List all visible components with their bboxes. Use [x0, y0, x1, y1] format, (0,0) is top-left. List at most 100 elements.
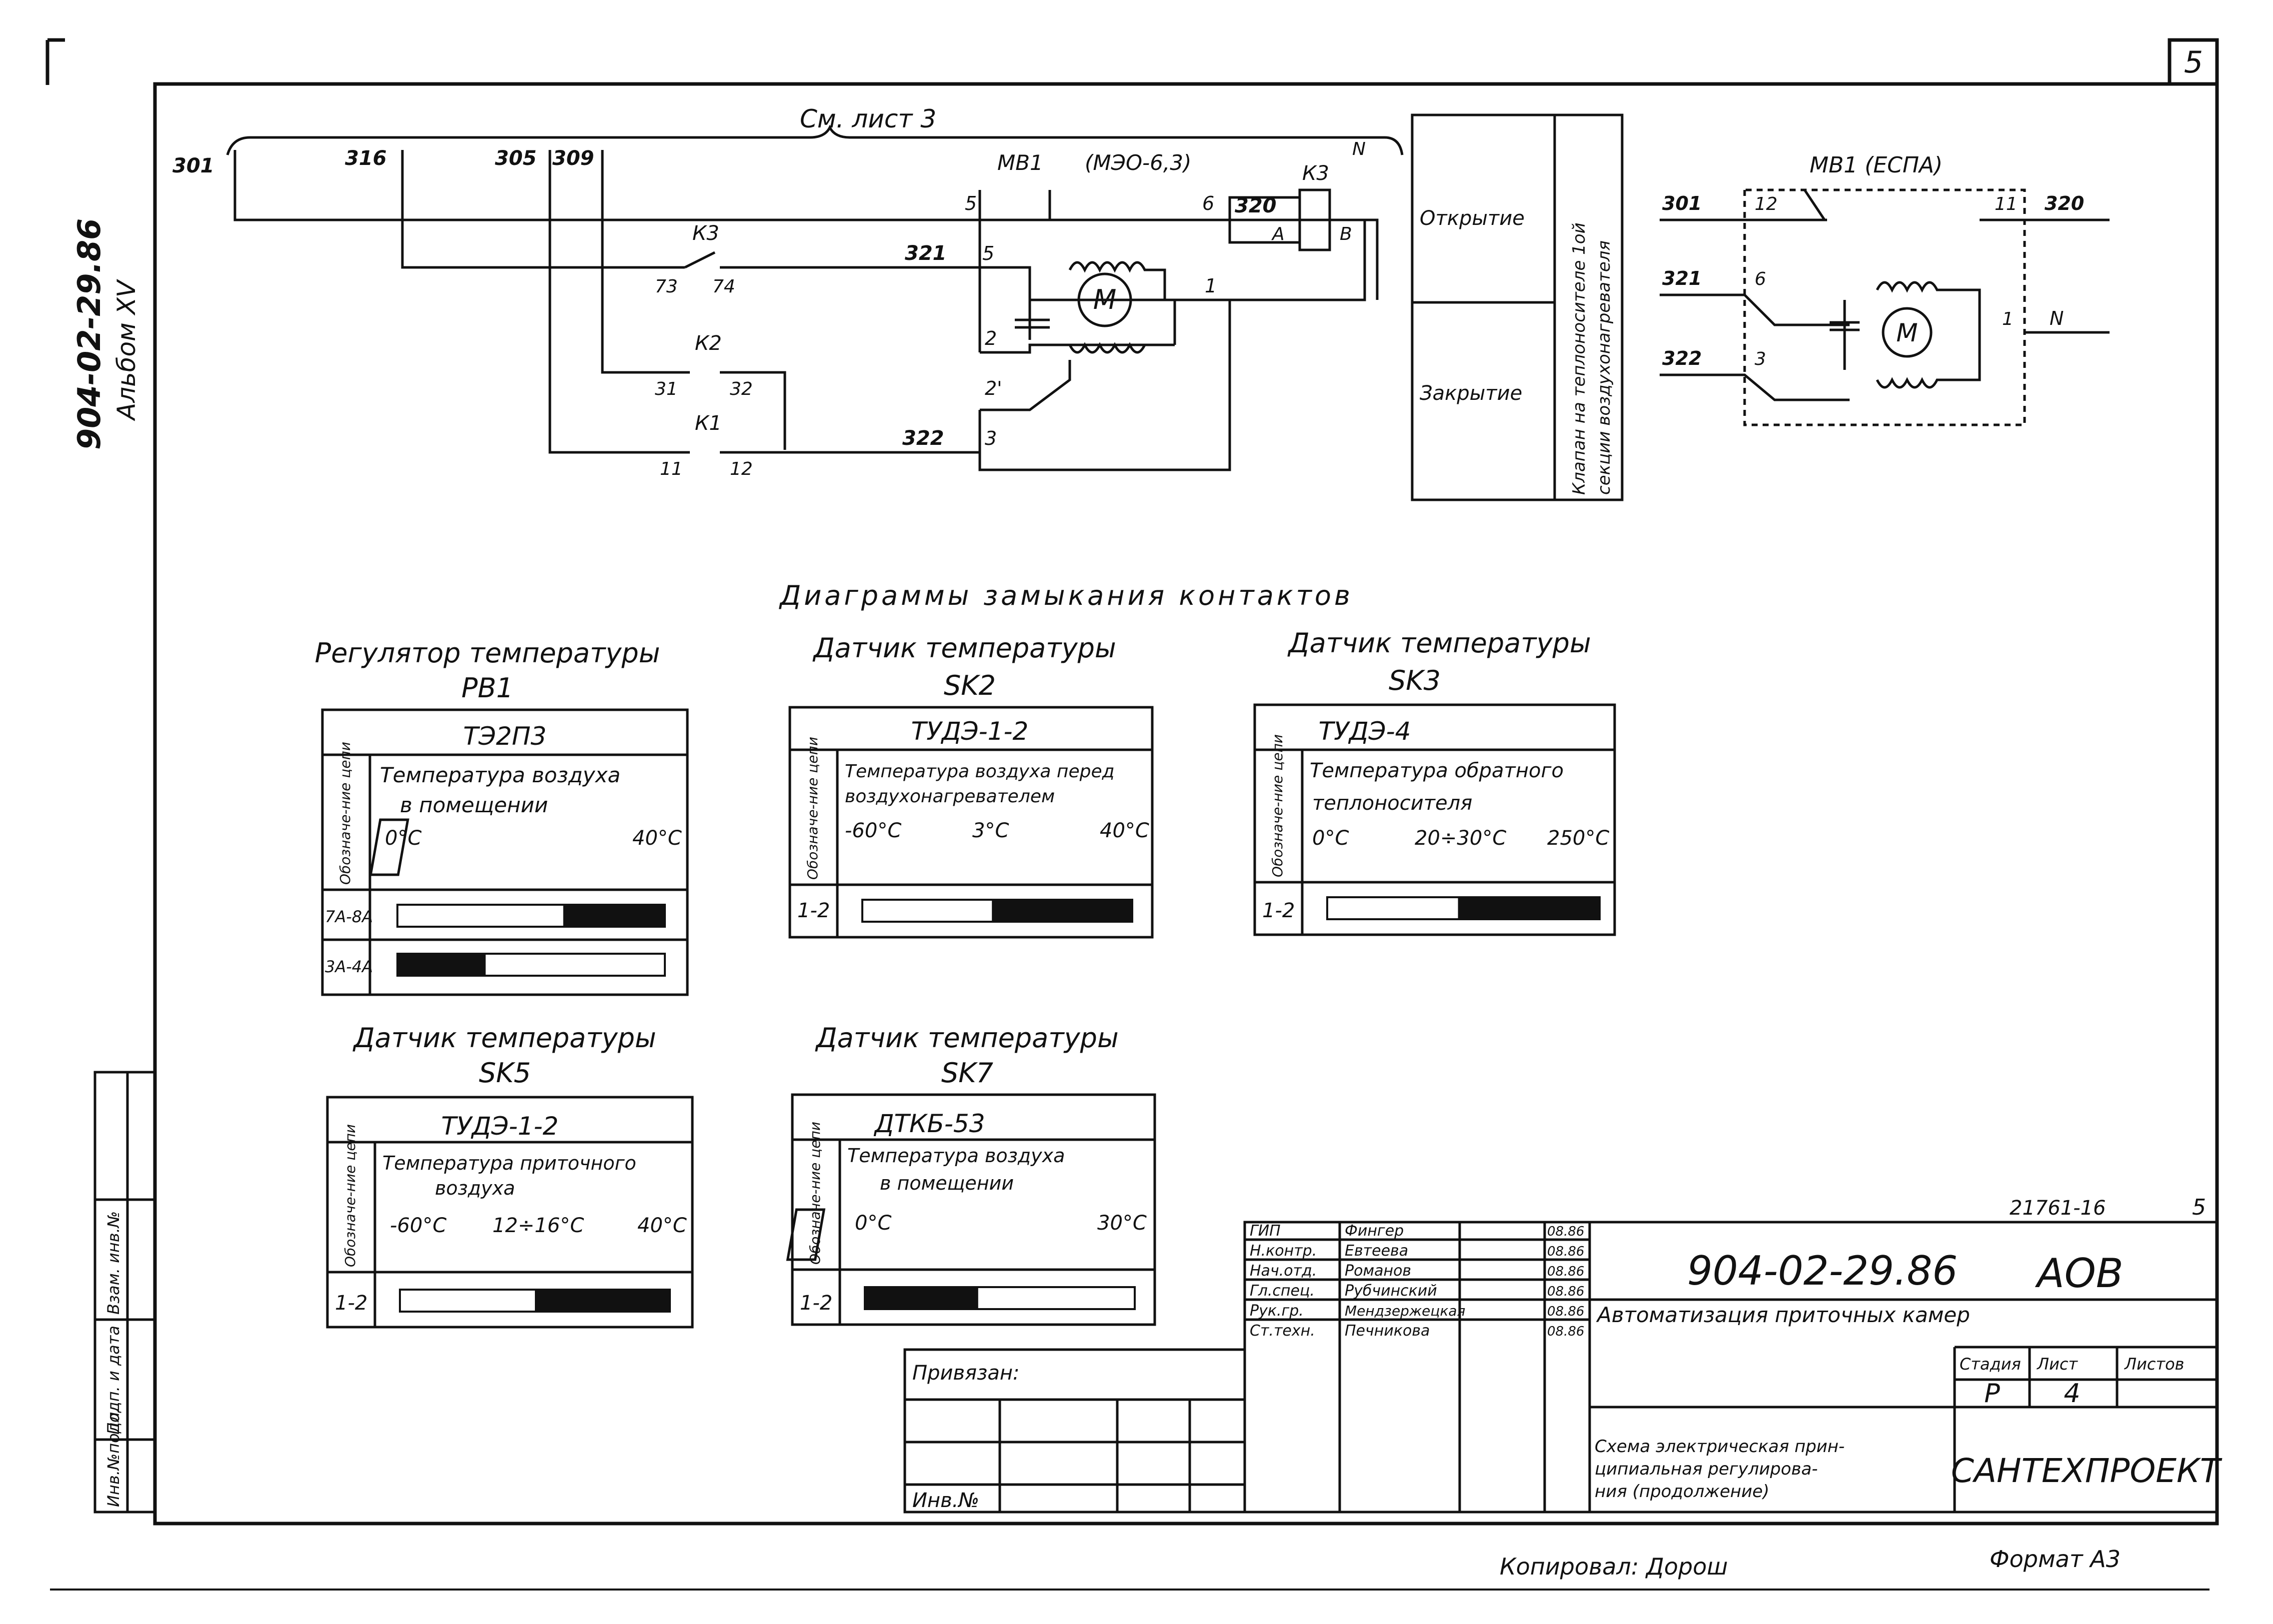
- diagram-rb1: Регулятор температуры РВ1 ТЭ2П3 Температ…: [315, 637, 689, 996]
- term-5prime: 5': [965, 192, 982, 214]
- signer-name: Евтеева: [1345, 1242, 1408, 1260]
- rb1-heading-2: РВ1: [461, 672, 513, 704]
- sk2-tick-mid: 3°С: [972, 819, 1009, 842]
- sheet-name-2: ципиальная регулирова-: [1595, 1459, 1818, 1479]
- sk3-bars: [1326, 896, 1601, 920]
- diagrams-title: Диаграммы замыкания контактов: [779, 580, 1353, 611]
- doc-suffix: АОВ: [2035, 1250, 2124, 1297]
- rb1-setpoint-marker: [369, 818, 409, 876]
- term-2prime: 2': [985, 377, 1002, 399]
- sk5-bars: [399, 1289, 671, 1313]
- sk5-heading-2: SK5: [479, 1057, 531, 1089]
- sheets-header: Листов: [2124, 1355, 2185, 1374]
- bracket-brace: [226, 124, 1404, 155]
- sheet-value: 4: [2064, 1379, 2080, 1409]
- sk2-tick-right: 40°С: [1100, 819, 1149, 842]
- signers-table: ГИП Фингер 08.86 Н.контр. Евтеева 08.86 …: [1250, 1222, 1584, 1340]
- side-code: 904-02-29.86: [71, 218, 107, 450]
- valve-closed: Закрытие: [1420, 382, 1522, 405]
- espa-t6: 6: [1755, 269, 1766, 289]
- sk5-tick-right: 40°С: [637, 1214, 687, 1237]
- diagram-sk2: Датчик температуры SK2 ТУДЭ-1-2 Температ…: [788, 632, 1154, 939]
- sk5-tick-left: -60°С: [390, 1214, 446, 1237]
- k3-b: В: [1340, 224, 1352, 244]
- rb1-desc-1: Температура воздуха: [380, 763, 620, 787]
- wire-301: 301: [172, 154, 214, 177]
- signer-name: Мендзержецкая: [1345, 1303, 1465, 1319]
- wire-305: 305: [495, 147, 537, 170]
- strip-label-inv: Инв.№подл.: [104, 1407, 123, 1507]
- sk5-tick-mid: 12÷16°С: [492, 1214, 584, 1237]
- sk5-desc-1: Температура приточного: [382, 1152, 636, 1174]
- signer-role: ГИП: [1250, 1222, 1281, 1240]
- rb1-row-label-1: 7А-8А: [325, 907, 373, 926]
- sk7-tick-right: 30°С: [1097, 1212, 1147, 1235]
- sk2-side: Обозначе-ние цепи: [804, 737, 821, 880]
- wire-309: 309: [552, 147, 594, 170]
- inv-label: Инв.№: [912, 1489, 979, 1512]
- sk7-desc-1: Температура воздуха: [847, 1145, 1065, 1167]
- rb1-tick-right: 40°С: [632, 827, 682, 850]
- sk7-heading-2: SK7: [941, 1057, 993, 1089]
- sheet-name-3: ния (продолжение): [1595, 1482, 1770, 1502]
- valve-side-1: Клапан на теплоносителе 1ой: [1569, 222, 1589, 495]
- bar-closed-segment: [865, 1287, 978, 1309]
- sk3-side: Обозначе-ние цепи: [1269, 734, 1286, 877]
- bar-closed-segment: [1458, 897, 1600, 919]
- signer-name: Рубчинский: [1345, 1282, 1437, 1300]
- sk5-side: Обозначе-ние цепи: [342, 1124, 358, 1267]
- espa-t12: 12: [1755, 194, 1778, 214]
- sk2-heading-1: Датчик температуры: [812, 632, 1116, 664]
- k1-12: 12: [730, 459, 753, 479]
- motor-coil-bottom: [1068, 342, 1146, 354]
- see-sheet-label: См. лист 3: [800, 104, 936, 133]
- sk3-tick-left: 0°С: [1312, 827, 1349, 850]
- bar-closed-segment: [992, 900, 1132, 922]
- espa-t1: 1: [2002, 309, 2014, 329]
- signer-role: Н.контр.: [1250, 1242, 1317, 1260]
- signer-date: 08.86: [1547, 1224, 1584, 1239]
- title-block: [903, 1221, 2219, 1514]
- sk5-heading-1: Датчик температуры: [352, 1022, 656, 1054]
- signer-role: Гл.спец.: [1250, 1282, 1315, 1300]
- bar-closed-segment: [535, 1290, 670, 1312]
- signer-role: Рук.гр.: [1250, 1302, 1304, 1320]
- sk7-desc-2: в помещении: [880, 1172, 1014, 1194]
- motor-label: М: [1093, 284, 1117, 315]
- organization: САНТЕХПРОЕКТ: [1951, 1452, 2223, 1490]
- sheet-frame: [45, 38, 2219, 1591]
- k2-32: 32: [730, 379, 753, 399]
- bound-label: Привязан:: [912, 1362, 1020, 1385]
- sk2-bars: [861, 899, 1133, 923]
- schematic: См. лист 3 301 316 305 309: [172, 104, 1404, 479]
- sk3-heading-1: Датчик температуры: [1287, 627, 1591, 659]
- signer-role: Ст.техн.: [1250, 1322, 1315, 1340]
- k3-74: 74: [712, 276, 735, 297]
- term-3: 3: [985, 427, 997, 449]
- espa-schematic: [1660, 188, 2110, 426]
- sk7-setpoint-marker: [786, 1208, 826, 1261]
- signer-date: 08.86: [1547, 1324, 1584, 1339]
- bar-closed-segment: [563, 905, 665, 927]
- valve-table: [1411, 113, 1624, 501]
- mb1-type: (МЭО-6,3): [1085, 150, 1191, 175]
- espa-t3: 3: [1755, 349, 1766, 369]
- term-1: 1: [1205, 275, 1217, 297]
- sk2-heading-2: SK2: [944, 670, 996, 701]
- espa-t11: 11: [1995, 194, 2018, 214]
- motor-coil-top: [1068, 261, 1166, 300]
- left-strip: [93, 1071, 156, 1514]
- espa-322: 322: [1662, 347, 1702, 369]
- bar-closed-segment: [397, 954, 486, 976]
- espa-321: 321: [1662, 267, 1702, 289]
- valve-side-2: секции воздухонагревателя: [1594, 240, 1614, 495]
- espa-320: 320: [2045, 192, 2084, 214]
- sk3-row-label: 1-2: [1262, 899, 1295, 922]
- sk7-bars: [864, 1286, 1136, 1310]
- copied-by: Копировал: Дорош: [1500, 1553, 1728, 1580]
- valve-open: Открытие: [1420, 207, 1525, 230]
- sk3-heading-2: SK3: [1389, 665, 1441, 696]
- espa-motor-symbol: [1882, 307, 1933, 358]
- project-name: Автоматизация приточных камер: [1596, 1303, 1970, 1327]
- signer-name: Романов: [1345, 1262, 1411, 1280]
